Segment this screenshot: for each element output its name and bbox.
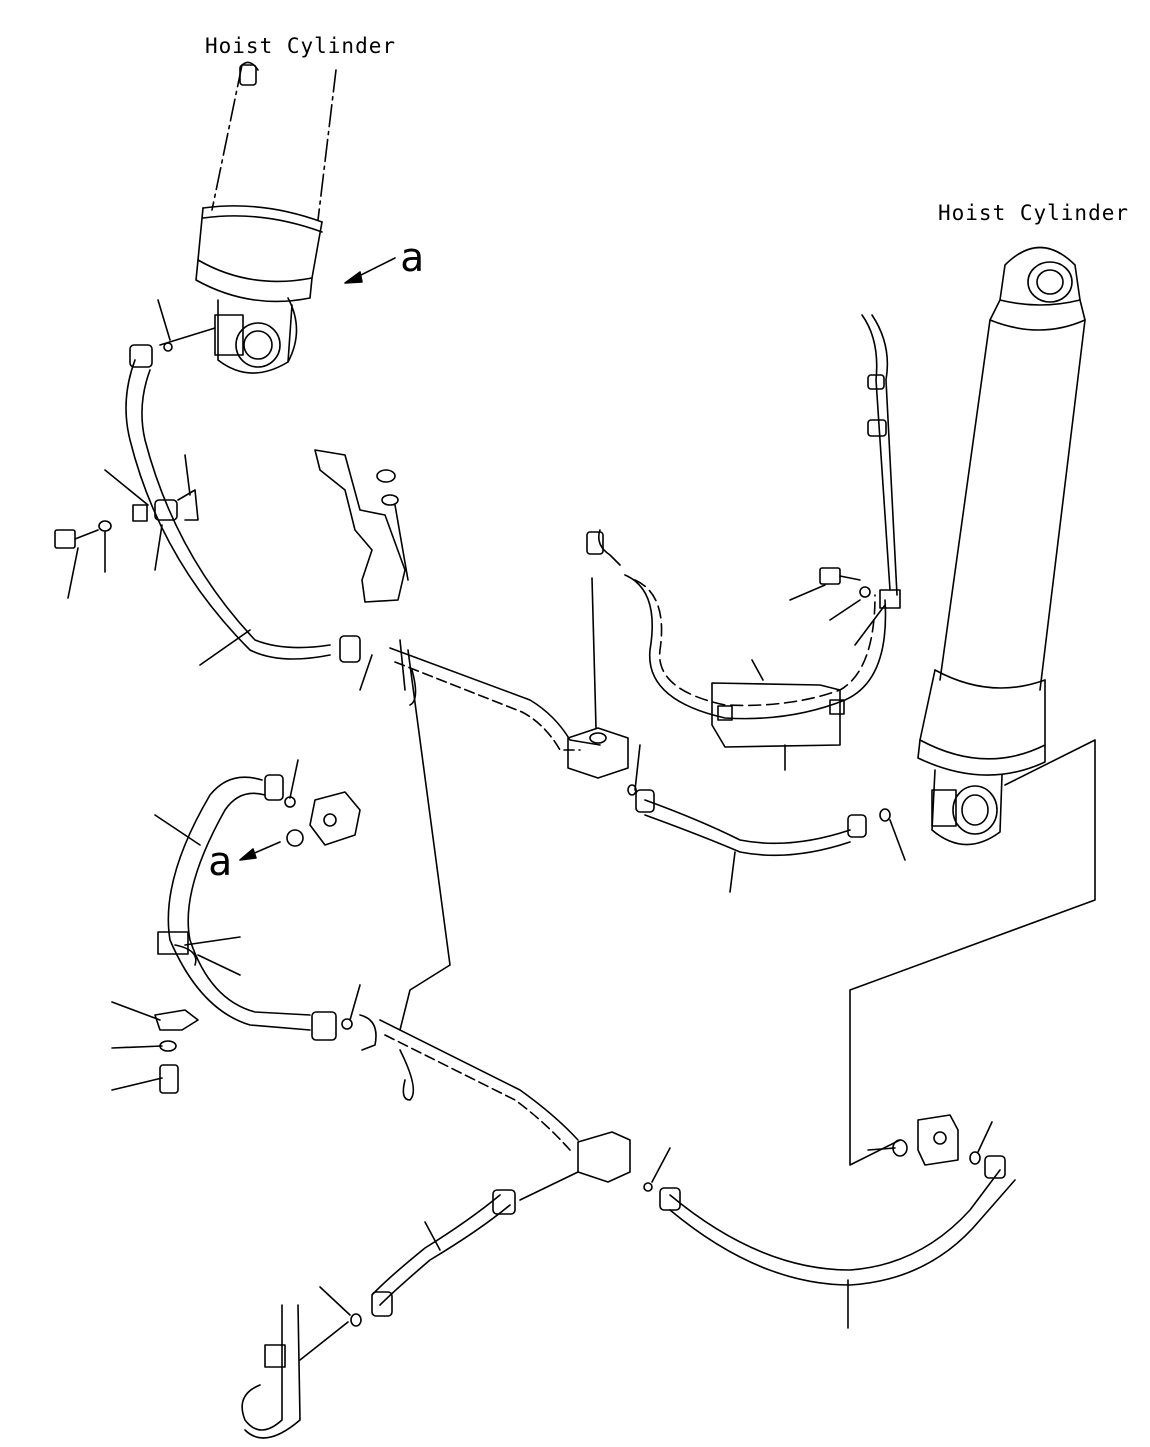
left-hoist-cylinder — [196, 62, 336, 373]
upper-left-hose — [55, 328, 360, 662]
callout-leaders — [68, 258, 992, 1328]
hose-to-right-cylinder — [628, 740, 1095, 1165]
hoist-cylinder-label-right: Hoist Cylinder — [938, 201, 1130, 225]
reference-mark-a-lower: a — [208, 839, 233, 885]
upper-pipe-assembly — [315, 450, 628, 1030]
lower-left-hose — [155, 775, 376, 1093]
hoist-cylinder-label-left: Hoist Cylinder — [205, 34, 397, 58]
right-hoist-cylinder — [918, 248, 1085, 845]
reference-mark-a-upper: a — [400, 235, 425, 281]
lower-pipe-assembly — [242, 1020, 1015, 1438]
middle-hose — [587, 315, 900, 747]
